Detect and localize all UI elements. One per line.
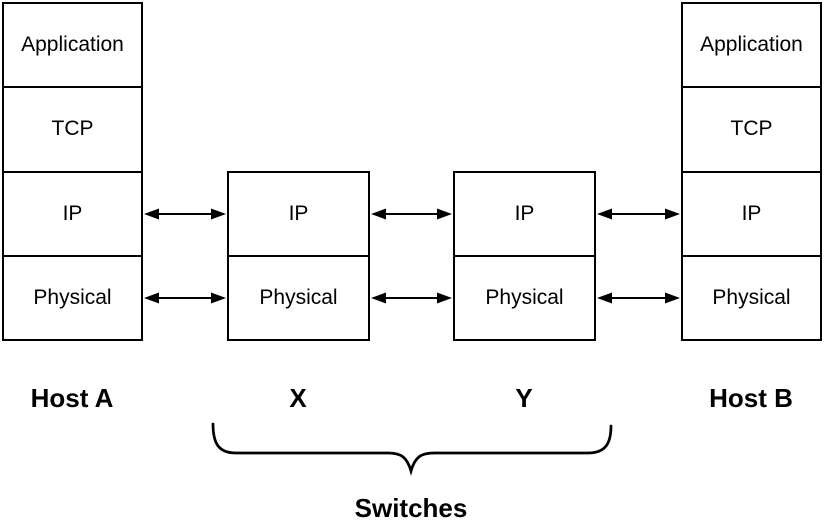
- layer-cell-tcp: TCP: [683, 86, 820, 171]
- layer-cell-physical: Physical: [4, 254, 141, 339]
- host-a-stack: Application TCP IP Physical: [2, 2, 143, 341]
- layer-cell-application: Application: [4, 4, 141, 87]
- layer-cell-ip: IP: [229, 173, 368, 255]
- switch-y-label: Y: [515, 383, 533, 413]
- switches-brace: [211, 422, 613, 476]
- double-arrow-x-y-physical: [371, 292, 452, 304]
- layer-cell-physical: Physical: [229, 255, 368, 339]
- layer-cell-physical: Physical: [683, 254, 820, 339]
- double-arrow-x-y-ip: [371, 208, 452, 220]
- host-a-label: Host A: [30, 383, 114, 413]
- layer-cell-application: Application: [683, 4, 820, 87]
- double-arrow-y-hostb-ip: [597, 208, 680, 220]
- switch-x-stack: IP Physical: [227, 171, 370, 341]
- layer-cell-ip: IP: [4, 170, 141, 255]
- switches-caption: Switches: [354, 493, 468, 523]
- switch-x-label: X: [289, 383, 307, 413]
- layer-cell-ip: IP: [455, 173, 594, 255]
- host-b-stack: Application TCP IP Physical: [681, 2, 822, 341]
- host-b-label: Host B: [709, 383, 793, 413]
- double-arrow-y-hostb-physical: [597, 292, 680, 304]
- layer-cell-tcp: TCP: [4, 86, 141, 171]
- switch-y-stack: IP Physical: [453, 171, 596, 341]
- double-arrow-hosta-x-ip: [144, 208, 226, 220]
- layer-cell-physical: Physical: [455, 255, 594, 339]
- double-arrow-hosta-x-physical: [144, 292, 226, 304]
- layer-cell-ip: IP: [683, 170, 820, 255]
